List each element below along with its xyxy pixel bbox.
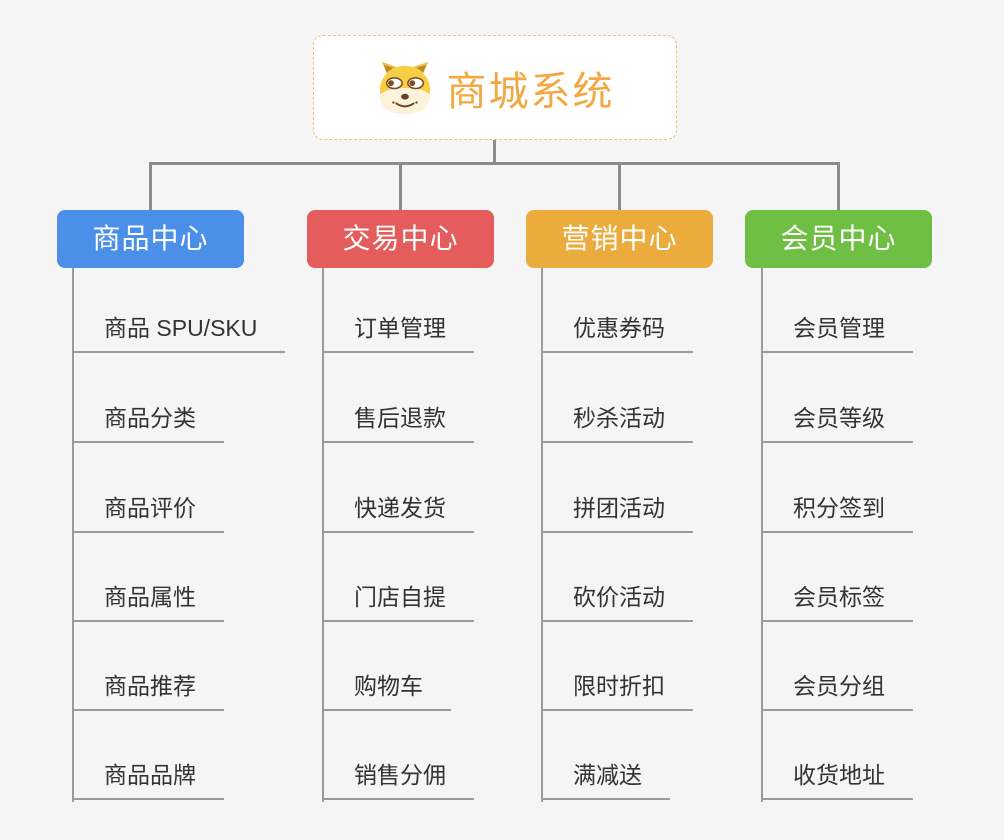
connector-branch-stub-2	[399, 162, 402, 211]
leaf-node[interactable]: 快递发货	[322, 491, 474, 533]
leaf-node[interactable]: 限时折扣	[541, 669, 693, 711]
branch-spine-line-2	[322, 268, 324, 802]
branch-node-member-center[interactable]: 会员中心	[745, 210, 932, 268]
leaf-node[interactable]: 商品推荐	[72, 669, 224, 711]
leaf-node[interactable]: 满减送	[541, 758, 670, 800]
leaf-node[interactable]: 销售分佣	[322, 758, 474, 800]
branch-spine-line-1	[72, 268, 74, 802]
branch-spine-line-3	[541, 268, 543, 802]
branch-node-trade-center[interactable]: 交易中心	[307, 210, 494, 268]
leaf-node[interactable]: 商品分类	[72, 401, 224, 443]
leaf-node[interactable]: 门店自提	[322, 580, 474, 622]
leaf-node[interactable]: 优惠券码	[541, 311, 693, 353]
leaf-node[interactable]: 售后退款	[322, 401, 474, 443]
leaf-node[interactable]: 商品品牌	[72, 758, 224, 800]
connector-branch-stub-4	[837, 162, 840, 211]
leaf-node[interactable]: 购物车	[322, 669, 451, 711]
branch-node-marketing-center[interactable]: 营销中心	[526, 210, 713, 268]
leaf-node[interactable]: 会员等级	[761, 401, 913, 443]
leaf-node[interactable]: 会员管理	[761, 311, 913, 353]
connector-trunk	[149, 162, 840, 165]
leaf-node[interactable]: 积分签到	[761, 491, 913, 533]
leaf-node[interactable]: 拼团活动	[541, 491, 693, 533]
leaf-node[interactable]: 商品 SPU/SKU	[72, 311, 286, 353]
root-node-title: 商城系统	[446, 69, 615, 114]
leaf-node[interactable]: 商品评价	[72, 491, 224, 533]
doge-face-icon	[376, 60, 434, 116]
connector-root-stub	[493, 139, 496, 163]
leaf-node[interactable]: 秒杀活动	[541, 401, 693, 443]
leaf-node[interactable]: 砍价活动	[541, 580, 693, 622]
connector-branch-stub-1	[149, 162, 152, 211]
leaf-node[interactable]: 商品属性	[72, 580, 224, 622]
leaf-node[interactable]: 收货地址	[761, 758, 913, 800]
root-node[interactable]: 商城系统	[313, 35, 677, 140]
leaf-node[interactable]: 会员分组	[761, 669, 913, 711]
branch-node-product-center[interactable]: 商品中心	[57, 210, 244, 268]
branch-spine-line-4	[761, 268, 763, 802]
leaf-node[interactable]: 订单管理	[322, 311, 474, 353]
connector-branch-stub-3	[618, 162, 621, 211]
leaf-node[interactable]: 会员标签	[761, 580, 913, 622]
